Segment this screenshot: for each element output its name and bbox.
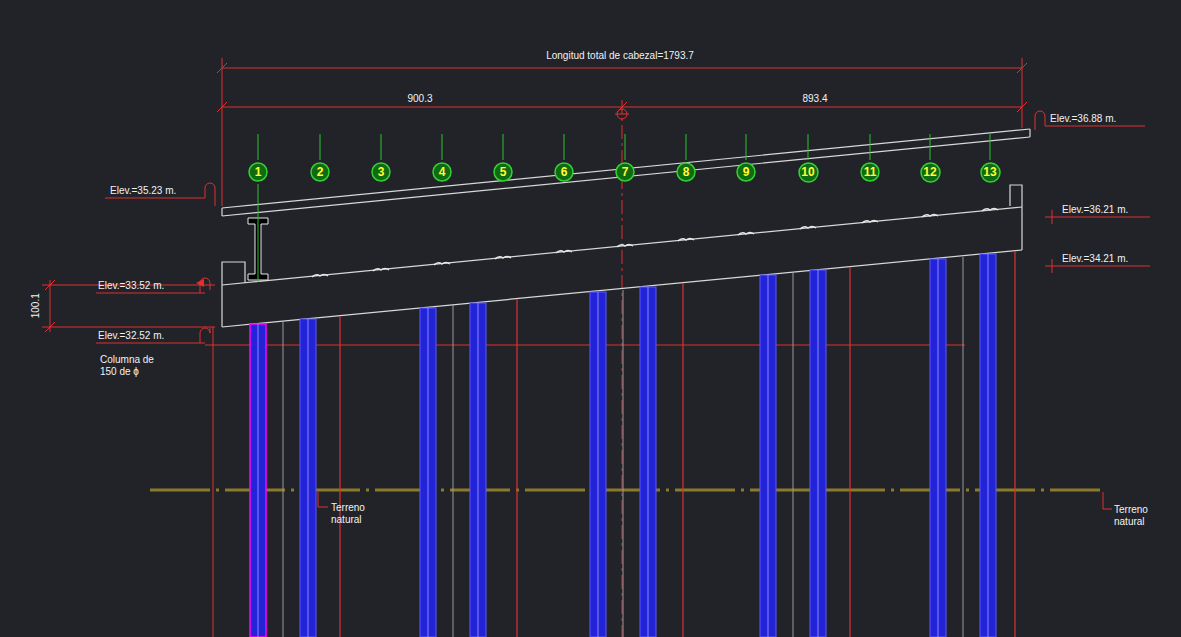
cap-beam [222,185,1022,327]
axis-number: 5 [500,166,507,178]
axis-number: 6 [561,166,568,178]
dimension-lines [42,58,1027,637]
axis-number: 12 [923,166,936,178]
axis-bubble: 1 [248,162,268,182]
ground-label: Terreno natural [331,502,381,525]
axis-number: 9 [743,166,750,178]
axis-number: 3 [378,166,385,178]
axis-bubble: 6 [554,162,574,182]
deck-slab [222,129,1030,216]
elevation-label: Elev.=36.21 m. [1062,204,1128,216]
axis-bubble: 8 [676,162,696,182]
axis-number: 11 [864,166,877,178]
dimension-text: Longitud total de cabezal=1793.7 [546,50,694,62]
dimension-text: 100.1 [30,293,42,318]
axis-bubble: 10 [798,162,819,183]
elevation-label: Elev.=35.23 m. [110,185,176,197]
dimension-text: 893.4 [802,93,827,105]
elevation-label: Elev.=32.52 m. [98,330,164,342]
axis-number: 10 [801,166,814,178]
column-note: Columna de 150 de ϕ [100,354,168,377]
axis-lines [258,134,990,282]
bearing-pads [312,209,998,278]
axis-number: 1 [255,166,262,178]
axis-number: 13 [983,166,996,178]
columns [250,251,1015,637]
axis-bubble: 12 [920,162,941,183]
dimension-text: 900.3 [407,93,432,105]
axis-bubble: 4 [432,162,452,182]
ground-label: Terreno natural [1114,504,1164,527]
elevation-label: Elev.=34.21 m. [1062,253,1128,265]
elevation-marker [196,279,204,287]
axis-number: 4 [439,166,446,178]
axis-bubble: 3 [371,162,391,182]
ground-line [150,489,1100,492]
elevation-label: Elev.=33.52 m. [98,280,164,292]
axis-bubble: 2 [310,162,330,182]
axis-bubble: 11 [860,162,880,182]
axis-bubble: 5 [493,162,513,182]
axis-number: 8 [683,166,690,178]
axis-number: 2 [317,166,324,178]
axis-bubble: 7 [615,162,635,182]
axis-bubble: 13 [980,162,1001,183]
elevation-label: Elev.=36.88 m. [1050,113,1116,125]
axis-number: 7 [622,166,629,178]
axis-bubble: 9 [736,162,756,182]
